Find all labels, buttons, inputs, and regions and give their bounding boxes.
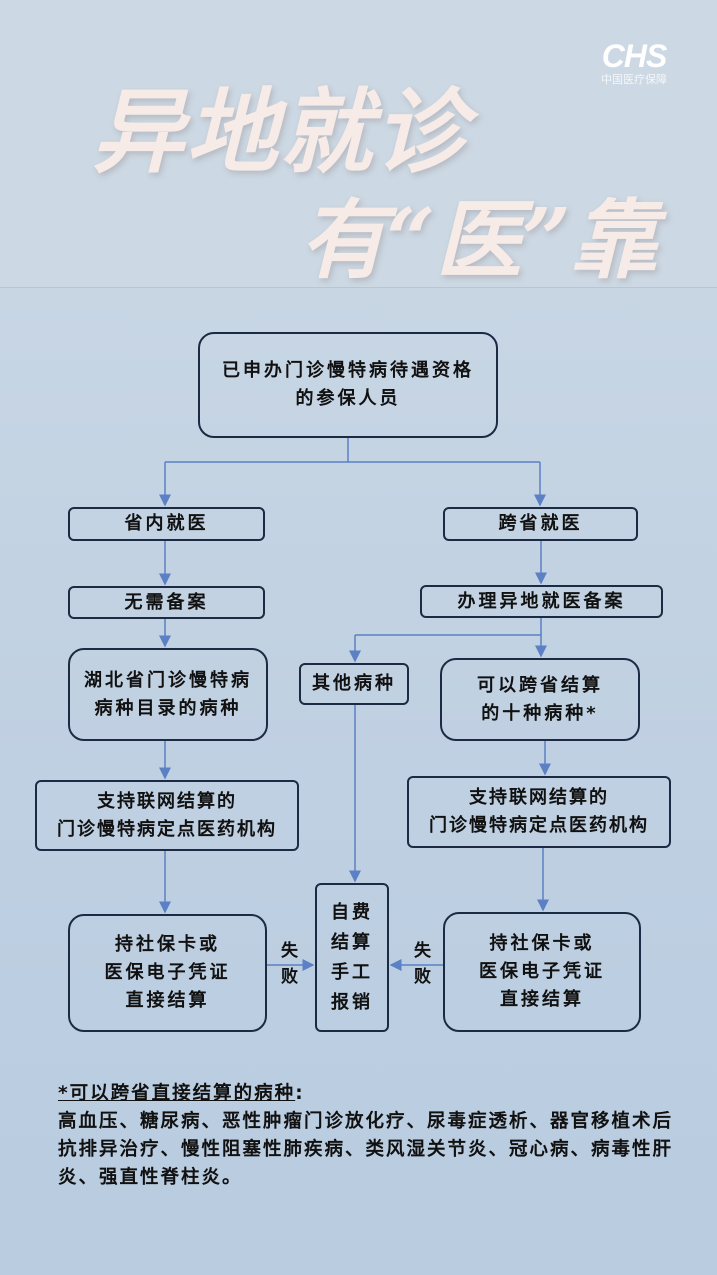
footnote-colon: : xyxy=(295,1083,305,1104)
in-province-box: 省内就医 xyxy=(68,507,265,541)
header-banner: 异地就诊 有“医”靠 CHS 中国医疗保障 xyxy=(0,0,717,291)
title-line-1: 异地就诊 xyxy=(92,78,469,186)
left-settle-box: 持社保卡或 医保电子凭证 直接结算 xyxy=(68,914,267,1032)
logo-mark: CHS xyxy=(601,38,668,74)
self-pay-box: 自费 结算 手工 报销 xyxy=(315,883,389,1032)
footnote-body: 高血压、糖尿病、恶性肿瘤门诊放化疗、尿毒症透析、器官移植术后抗排异治疗、慢性阻塞… xyxy=(58,1111,674,1188)
left-institution-box: 支持联网结算的 门诊慢特病定点医药机构 xyxy=(35,780,299,851)
footnote-title: *可以跨省直接结算的病种 xyxy=(58,1083,296,1104)
do-filing-box: 办理异地就医备案 xyxy=(420,585,663,618)
right-settle-box: 持社保卡或 医保电子凭证 直接结算 xyxy=(443,912,641,1032)
connector-top xyxy=(165,438,540,463)
fail-label-left: 失败 xyxy=(281,941,298,987)
logo-text: 中国医疗保障 xyxy=(601,73,667,86)
cross-province-box: 跨省就医 xyxy=(443,507,638,541)
hubei-catalog-box: 湖北省门诊慢特病 病种目录的病种 xyxy=(68,648,268,741)
ten-diseases-box: 可以跨省结算 的十种病种* xyxy=(440,658,640,741)
right-institution-box: 支持联网结算的 门诊慢特病定点医药机构 xyxy=(407,776,671,848)
footnote: *可以跨省直接结算的病种: 高血压、糖尿病、恶性肿瘤门诊放化疗、尿毒症透析、器官… xyxy=(58,1080,678,1192)
fail-label-right: 失败 xyxy=(414,941,431,987)
title-line-2: 有“医”靠 xyxy=(300,190,657,291)
no-filing-box: 无需备案 xyxy=(68,586,265,619)
other-diseases-box: 其他病种 xyxy=(299,663,409,705)
chs-logo: CHS 中国医疗保障 xyxy=(584,40,684,88)
connector-filing xyxy=(355,618,542,636)
insured-persons-box: 已申办门诊慢特病待遇资格 的参保人员 xyxy=(198,332,498,438)
